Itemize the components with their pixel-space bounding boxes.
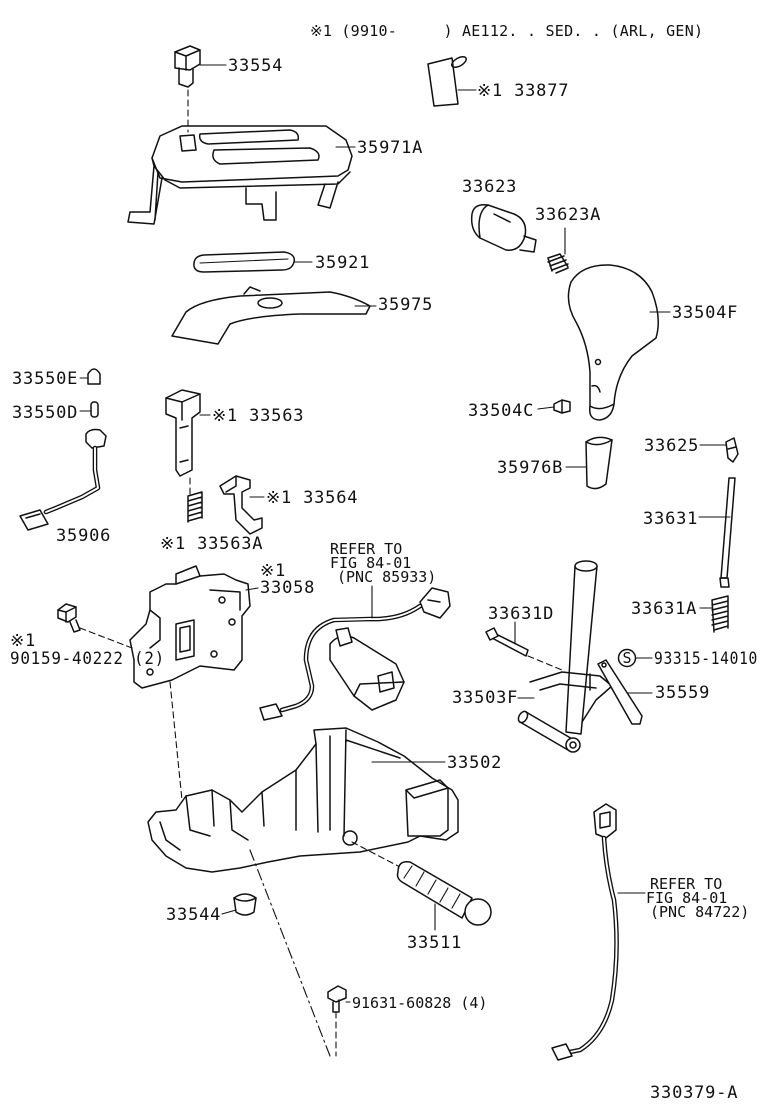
callout-33544: 33544 (166, 905, 221, 925)
callout-33563: ※1 33563 (212, 406, 304, 426)
part-35975-plate-drawing (171, 286, 371, 345)
callout-33623A: 33623A (535, 205, 601, 225)
part-33550D-bulb-drawing (90, 401, 99, 418)
callout-33563A: ※1 33563A (160, 534, 263, 554)
illustration-number: 330379-A (650, 1083, 738, 1103)
callout-35906: 35906 (56, 526, 111, 546)
standard-part-symbol-letter: S (622, 649, 631, 667)
callout-93315: 93315-14010 (654, 649, 758, 669)
callout-33503F: 33503F (452, 688, 518, 708)
leader-lines (79, 64, 731, 1003)
part-33563-bracket-drawing (165, 389, 201, 477)
part-33625-pin-drawing (725, 437, 739, 463)
callout-90159: 90159-40222 (2) (10, 649, 165, 669)
callout-90159-mark: ※1 (10, 631, 36, 651)
callout-33058: 33058 (260, 578, 315, 598)
callout-35975: 35975 (378, 295, 433, 315)
part-33550E-bulb-drawing (87, 368, 101, 385)
part-33504C-screw-drawing (553, 399, 571, 414)
callout-33623: 33623 (462, 177, 517, 197)
callout-35921: 35921 (315, 253, 370, 273)
part-33631A-spring-drawing (711, 595, 729, 633)
callout-33504F: 33504F (672, 303, 738, 323)
bolt-guide-line (249, 849, 331, 1057)
part-33511-pin-drawing (396, 860, 492, 926)
part-35971A-indicator-housing-drawing (127, 125, 353, 225)
callout-33631A: 33631A (631, 599, 697, 619)
part-33058-plate-drawing (129, 565, 251, 689)
callout-33631D: 33631D (488, 604, 554, 624)
part-33504F-shift-knob-drawing (567, 264, 659, 421)
callout-33877: ※1 33877 (477, 81, 569, 101)
part-35559-stopper-drawing (597, 659, 643, 725)
standard-part-symbol: S (617, 648, 637, 668)
reference-84722-line3: (PNC 84722) (650, 903, 749, 921)
part-35921-gasket-drawing (193, 251, 296, 273)
part-33544-bushing-drawing (233, 893, 257, 916)
callout-33554: 33554 (228, 56, 283, 76)
callout-33502: 33502 (447, 753, 502, 773)
harness-85933-drawing (259, 587, 451, 721)
part-33564-clip-drawing (219, 475, 263, 535)
part-90159-bolt-drawing (57, 603, 81, 633)
part-91631-bolt-drawing (327, 985, 347, 1013)
callout-33564: ※1 33564 (266, 488, 358, 508)
part-33554-clip-drawing (174, 45, 201, 88)
reference-85933-line1: REFER TO (330, 540, 402, 558)
part-33631-rod-drawing (719, 477, 736, 588)
part-33502-base-bracket-drawing (147, 727, 459, 873)
reference-85933-line2: FIG 84-01 (330, 554, 411, 572)
callout-35976B: 35976B (497, 458, 563, 478)
callout-33631: 33631 (643, 509, 698, 529)
applicability-note: ※1 (9910- ) AE112. . SED. . (ARL, GEN) (310, 22, 703, 40)
part-35976B-boot-drawing (585, 436, 613, 490)
reference-84722-line1: REFER TO (650, 875, 722, 893)
part-33563A-spring-drawing (187, 491, 203, 523)
callout-33550E: 33550E (12, 369, 78, 389)
assembly-guide-lines (79, 89, 563, 1057)
harness-84722-drawing (551, 803, 619, 1061)
part-33623A-spring-drawing (547, 253, 569, 274)
callout-33504C: 33504C (468, 401, 534, 421)
callout-91631: 91631-60828 (4) (352, 994, 487, 1012)
reference-84722-line2: FIG 84-01 (646, 889, 727, 907)
callout-33058-mark: ※1 (260, 561, 286, 581)
callout-33625: 33625 (644, 436, 699, 456)
part-35906-socket-wire-drawing (19, 428, 107, 531)
part-33631D-pin-drawing (485, 627, 529, 657)
callout-35971A: 35971A (357, 138, 423, 158)
part-33623-button-drawing (470, 203, 537, 253)
callout-33550D: 33550D (12, 403, 78, 423)
reference-85933-line3: (PNC 85933) (337, 568, 436, 586)
part-33503F-lever-drawing (517, 560, 613, 753)
part-33877-tag-drawing (427, 55, 467, 107)
callout-35559: 35559 (655, 683, 710, 703)
callout-33511: 33511 (407, 933, 462, 953)
